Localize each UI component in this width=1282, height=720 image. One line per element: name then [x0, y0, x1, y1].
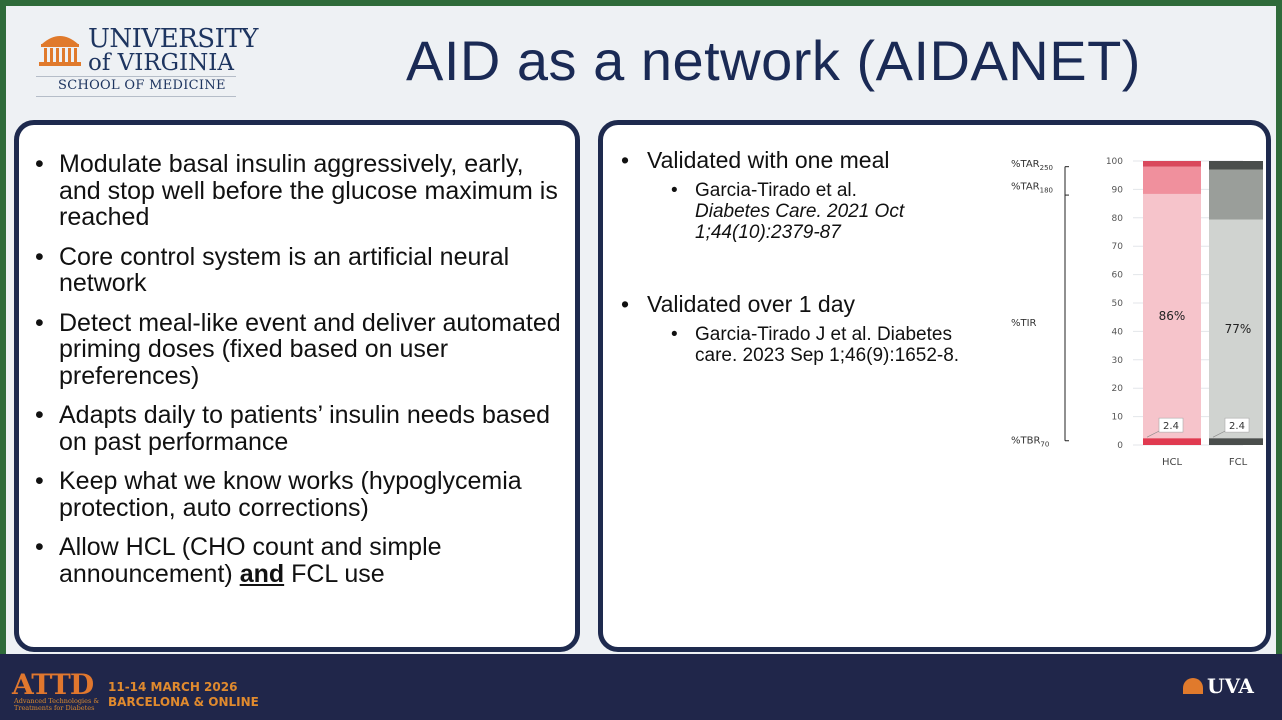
- conference-location: BARCELONA & ONLINE: [108, 695, 259, 709]
- left-panel: Modulate basal insulin aggressively, ear…: [14, 120, 580, 652]
- bullet-list: Modulate basal insulin aggressively, ear…: [35, 151, 567, 600]
- bullet-emphasis: and: [239, 559, 285, 588]
- bullet-item: Keep what we know works (hypoglycemia pr…: [35, 468, 567, 521]
- bar-segment: [1143, 166, 1201, 194]
- y-tick-label: 10: [1112, 413, 1124, 423]
- bar-segment: [1209, 161, 1263, 170]
- attd-logo-text: ATTD: [12, 668, 94, 701]
- validation-block-meal: Validated with one meal • Garcia-Tirado …: [621, 147, 981, 243]
- bullet-text: FCL use: [284, 559, 385, 588]
- logo-divider: [36, 96, 236, 97]
- bullet-text: Allow HCL (CHO count and simple announce…: [59, 533, 442, 588]
- rotunda-icon: [39, 36, 81, 66]
- tbr70-label: %TBR70: [1011, 436, 1049, 449]
- logo-divider: [36, 76, 236, 77]
- tir-value-label: 77%: [1225, 322, 1252, 336]
- tar250-label: %TAR250: [1011, 159, 1053, 172]
- bar-segment: [1143, 161, 1201, 167]
- logo-virginia-text: of VIRGINIA: [88, 50, 234, 76]
- y-tick-label: 90: [1112, 185, 1124, 195]
- bullet-item: Adapts daily to patients’ insulin needs …: [35, 402, 567, 455]
- attd-subtitle: Advanced Technologies & Treatments for D…: [14, 697, 100, 712]
- reference-citation: Garcia-Tirado J et al. Diabetes care. 20…: [695, 324, 960, 366]
- validation-heading: Validated over 1 day: [621, 291, 981, 318]
- bar-segment: [1209, 438, 1263, 445]
- right-panel: Validated with one meal • Garcia-Tirado …: [598, 120, 1271, 652]
- rotunda-icon: [1183, 678, 1203, 694]
- uva-medicine-logo: UNIVERSITY of VIRGINIA SCHOOL OF MEDICIN…: [36, 20, 258, 102]
- tbr-value-label: 2.4: [1229, 421, 1245, 432]
- reference-authors: Garcia-Tirado et al.: [695, 180, 857, 201]
- slide-title: AID as a network (AIDANET): [406, 29, 1141, 92]
- reference-journal: Diabetes Care. 2021 Oct 1;44(10):2379-87: [695, 201, 905, 243]
- x-tick-label: FCL: [1229, 457, 1248, 468]
- bullet-item: Detect meal-like event and deliver autom…: [35, 309, 567, 390]
- tbr-callout-line: [1146, 430, 1160, 438]
- tir-value-label: 86%: [1159, 309, 1186, 323]
- tbr-value-label: 2.4: [1163, 421, 1179, 432]
- tbr-callout-line: [1212, 430, 1226, 438]
- y-tick-label: 60: [1112, 271, 1124, 281]
- y-tick-label: 100: [1106, 157, 1123, 167]
- conference-info: 11-14 MARCH 2026 BARCELONA & ONLINE: [108, 680, 259, 710]
- bullet-item: Core control system is an artificial neu…: [35, 243, 567, 297]
- conference-dates: 11-14 MARCH 2026: [108, 680, 238, 694]
- reference: • Garcia-Tirado et al. Diabetes Care. 20…: [671, 180, 905, 243]
- bar-segment: [1209, 169, 1263, 220]
- tbr-value-box: [1224, 417, 1250, 433]
- bullet-item: Modulate basal insulin aggressively, ear…: [35, 151, 567, 231]
- footer-bar: ATTD Advanced Technologies & Treatments …: [0, 654, 1282, 720]
- y-tick-label: 20: [1112, 384, 1124, 394]
- logo-school-text: SCHOOL OF MEDICINE: [58, 78, 226, 93]
- tir-label: %TIR: [1011, 318, 1037, 329]
- bar-segment: [1143, 438, 1201, 445]
- tar180-label: %TAR180: [1011, 182, 1053, 195]
- bullet-item: Allow HCL (CHO count and simple announce…: [35, 534, 567, 587]
- y-tick-label: 50: [1112, 299, 1124, 309]
- validation-block-day: Validated over 1 day • Garcia-Tirado J e…: [621, 291, 981, 366]
- reference: • Garcia-Tirado J et al. Diabetes care. …: [671, 324, 960, 366]
- validation-heading: Validated with one meal: [621, 147, 981, 174]
- y-tick-label: 80: [1112, 214, 1124, 224]
- uva-logo-text: UVA: [1207, 674, 1254, 698]
- uva-logo: UVA: [1183, 674, 1254, 698]
- x-tick-label: HCL: [1162, 457, 1183, 468]
- attd-logo: ATTD Advanced Technologies & Treatments …: [12, 668, 104, 712]
- y-tick-label: 70: [1112, 242, 1124, 252]
- y-tick-label: 40: [1112, 327, 1124, 337]
- logo-university-text: UNIVERSITY: [88, 24, 258, 54]
- bar-segment: [1209, 219, 1263, 439]
- slide: UNIVERSITY of VIRGINIA SCHOOL OF MEDICIN…: [6, 6, 1276, 654]
- bar-segment: [1143, 193, 1201, 439]
- tbr-value-box: [1158, 417, 1184, 433]
- y-tick-label: 30: [1112, 356, 1124, 366]
- y-tick-label: 0: [1117, 441, 1123, 451]
